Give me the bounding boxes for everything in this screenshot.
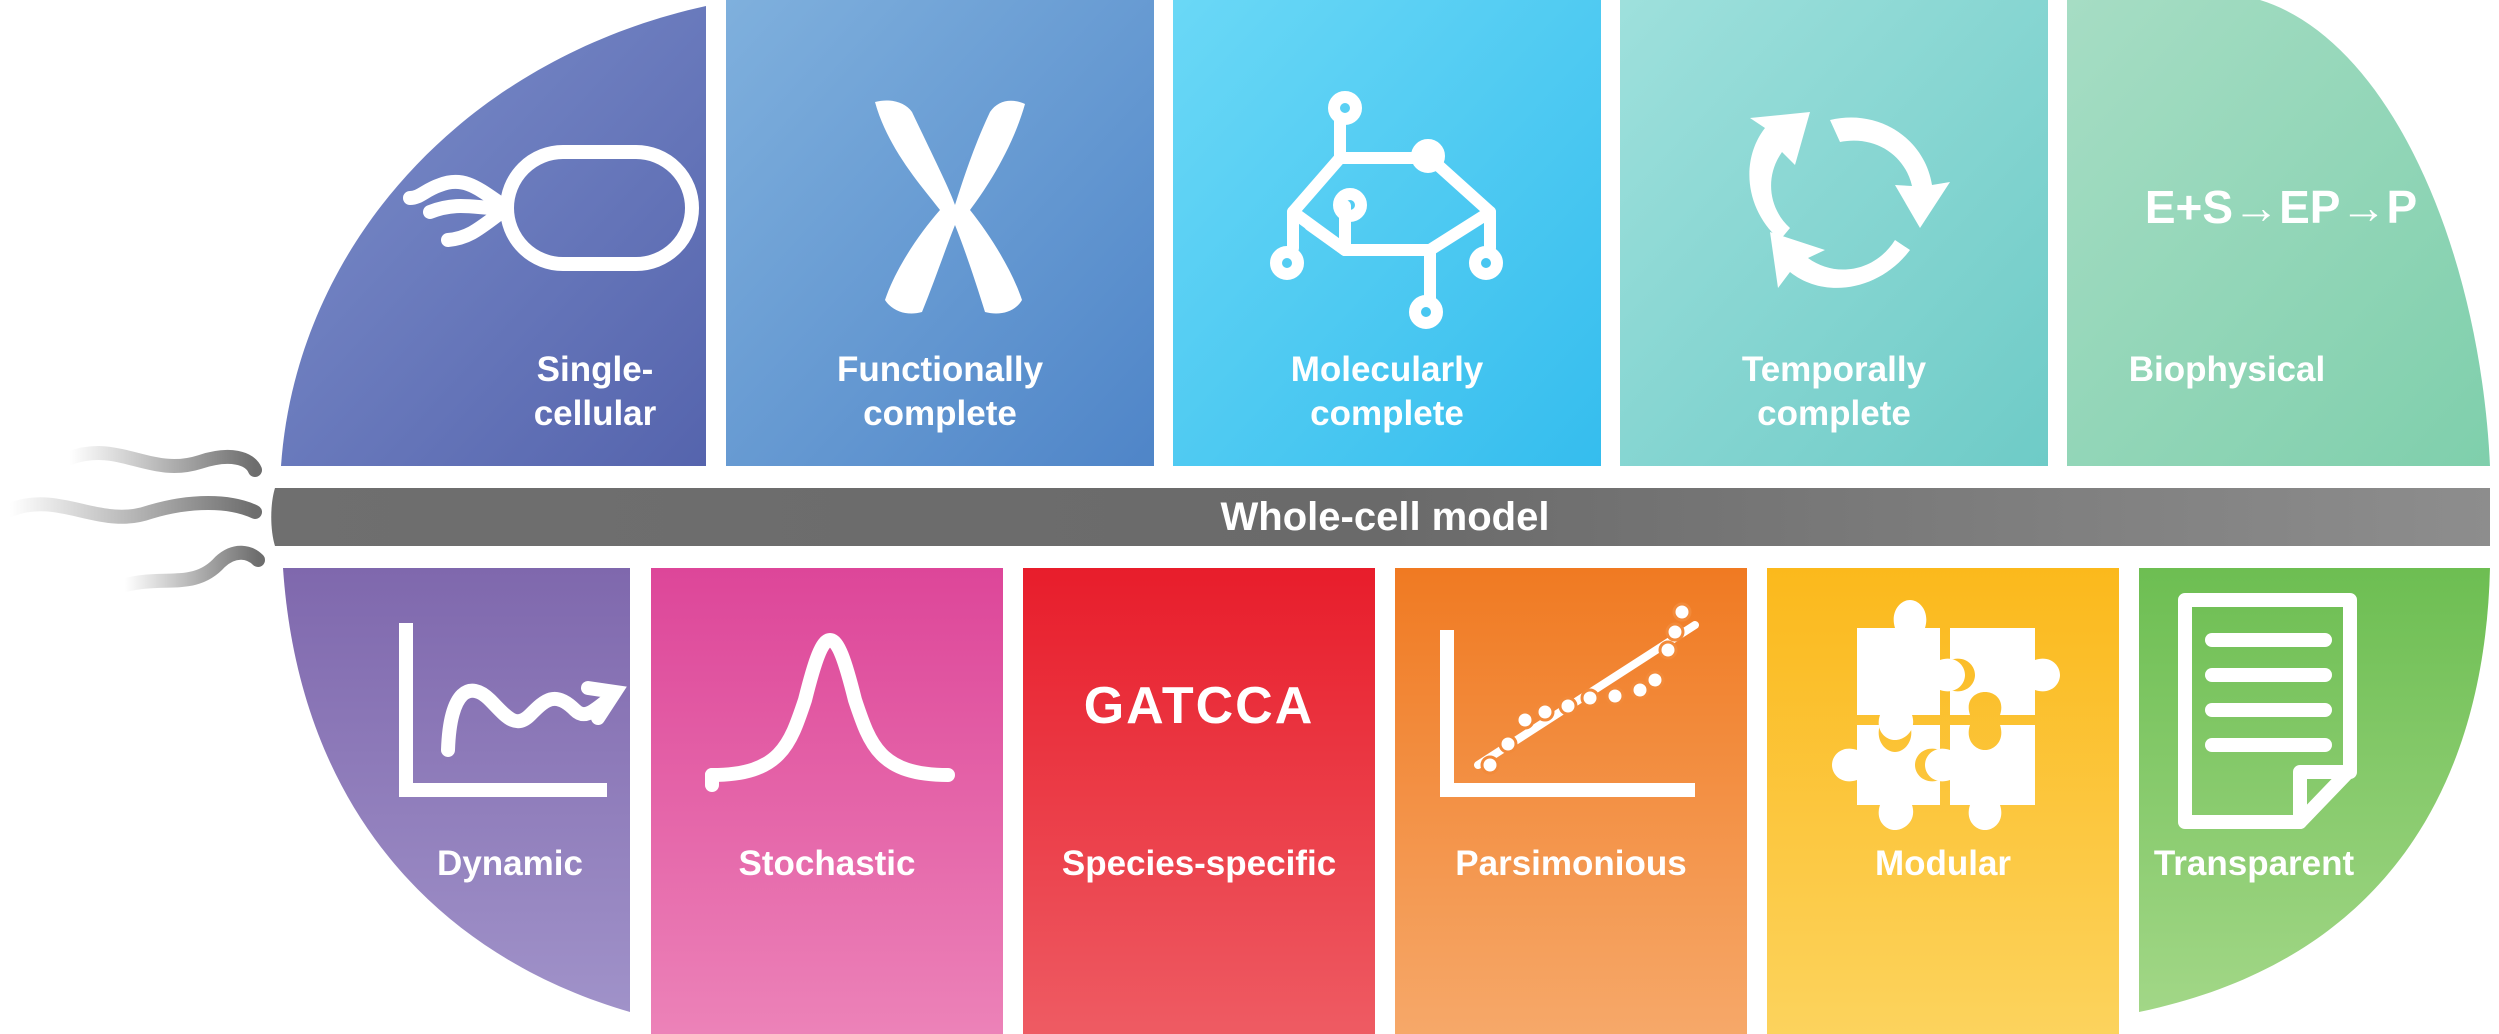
cycle-arrows-icon [1749, 112, 1950, 288]
tile-modular [1767, 568, 2119, 1034]
label-biophysical: Biophysical [2128, 350, 2326, 389]
bacterium-icon [403, 145, 699, 271]
gaussian-curve-icon [705, 632, 955, 792]
label-species-specific: Species-specific [1061, 844, 1337, 883]
tile-species-specific [1023, 568, 1375, 1034]
label-modular: Modular [1874, 844, 2012, 883]
reaction-equation-icon: E+S→EP→P [2144, 181, 2418, 233]
document-icon [2178, 593, 2357, 829]
label-molecularly-complete: Molecularly complete [1290, 350, 1484, 433]
time-series-icon [399, 623, 627, 797]
label-transparent: Transparent [2153, 844, 2355, 883]
flagella-icon [3, 446, 265, 592]
tile-molecularly-complete [1173, 0, 1601, 466]
band-title: Whole-cell model [1220, 495, 1550, 539]
label-parsimonious: Parsimonious [1455, 844, 1687, 883]
label-single-cellular: Single- cellular [533, 350, 657, 433]
dna-sequence-icon: GATCCA [1083, 677, 1315, 735]
label-functionally-complete: Functionally complete [836, 350, 1044, 433]
band-cap-left [271, 488, 280, 546]
molecule-icon [1270, 91, 1503, 329]
tile-temporally-complete [1620, 0, 2048, 466]
tile-biophysical [2067, 0, 2490, 466]
label-temporally-complete: Temporally complete [1741, 350, 1927, 433]
band-bar [280, 488, 2490, 546]
puzzle-icon [1832, 600, 2060, 830]
chromosome-icon [875, 100, 1025, 314]
linear-fit-icon [1440, 602, 1699, 797]
tile-single-cellular [281, 6, 706, 466]
label-stochastic: Stochastic [738, 844, 916, 883]
label-dynamic: Dynamic [437, 844, 583, 883]
